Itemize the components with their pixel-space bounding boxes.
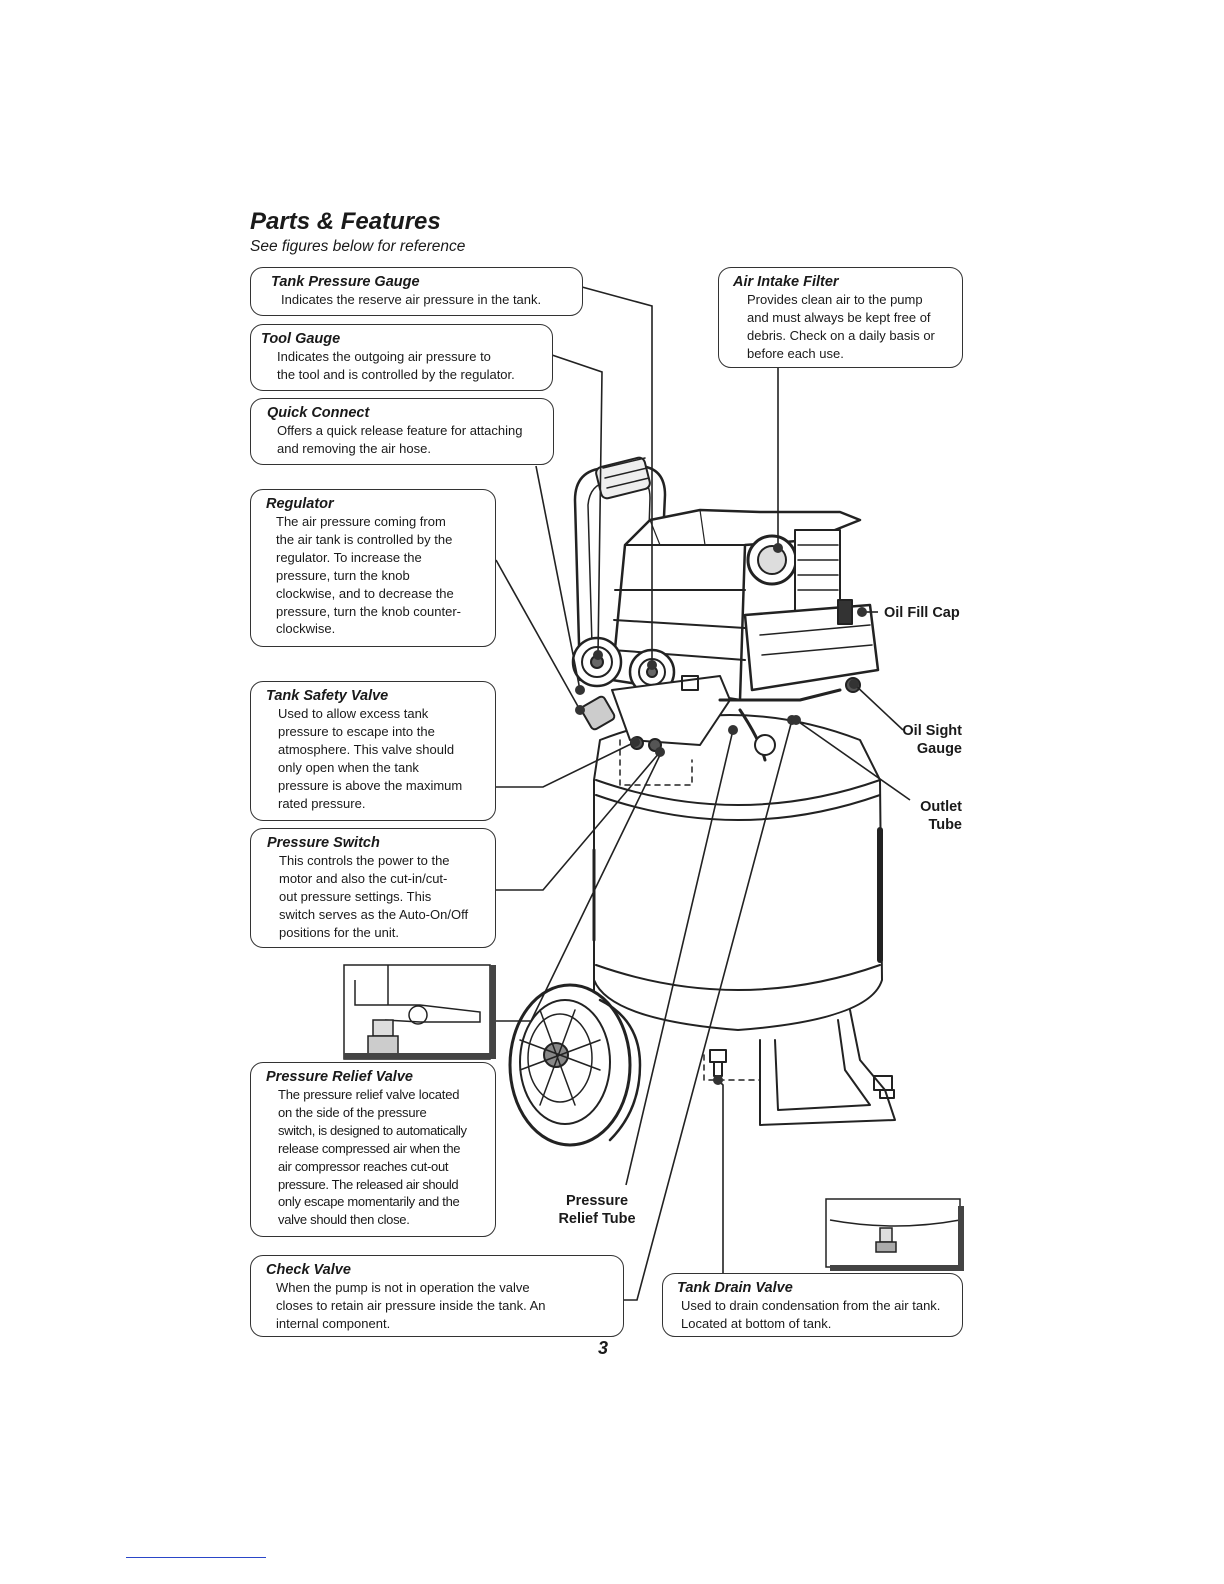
callout-title: Air Intake Filter	[733, 274, 839, 290]
callout-text: The air pressure coming from	[276, 514, 446, 529]
label-oil-fill-cap: Oil Fill Cap	[884, 605, 960, 621]
callout-text: atmosphere. This valve should	[278, 741, 455, 757]
pump-head	[743, 529, 880, 693]
callout-text: Provides clean air to the pump	[747, 292, 923, 307]
callout-text: pressure, turn the knob	[276, 567, 410, 583]
label-line: Oil Sight	[902, 723, 962, 739]
callout-text: rated pressure.	[278, 795, 366, 811]
callout-text: Indicates the reserve air pressure in th…	[281, 292, 542, 307]
callout-text: and must always be kept free of	[747, 309, 931, 325]
callout-text: debris. Check on a daily basis or	[747, 327, 935, 343]
callout-text: positions for the unit.	[279, 924, 399, 940]
callout-text: switch, is designed to automatically	[278, 1122, 467, 1138]
callout-text: regulator. To increase the	[276, 549, 422, 565]
callout-text: clockwise.	[276, 621, 336, 637]
callout-text: on the side of the pressure	[278, 1104, 427, 1120]
callout-tool-gauge: Tool Gauge Indicates the outgoing air pr…	[250, 324, 553, 391]
callout-text: pressure is above the maximum	[278, 777, 463, 793]
callout-text: only open when the tank	[278, 759, 419, 775]
callout-pressure-switch: Pressure Switch This controls the power …	[250, 828, 496, 948]
callout-text: release compressed air when the	[278, 1140, 461, 1156]
handle	[573, 456, 667, 682]
motor-shroud	[610, 508, 862, 702]
page-number: 3	[598, 1338, 609, 1358]
callout-text: Offers a quick release feature for attac…	[277, 423, 523, 438]
label-line: Tube	[928, 817, 962, 833]
callout-text: before each use.	[747, 345, 844, 361]
callout-text: pressure, turn the knob counter-	[276, 603, 461, 619]
callout-text: only escape momentarily and the	[278, 1194, 460, 1210]
insets	[343, 964, 964, 1271]
callout-text: Located at bottom of tank.	[681, 1315, 832, 1331]
callout-regulator: Regulator The air pressure coming from t…	[250, 489, 496, 647]
callout-pressure-relief-valve: Pressure Relief Valve The pressure relie…	[250, 1062, 496, 1237]
callout-text: motor and also the cut-in/cut-	[279, 870, 448, 886]
label-line: Gauge	[916, 741, 962, 757]
wheel	[508, 983, 642, 1147]
callout-text: air compressor reaches cut-out	[278, 1158, 449, 1174]
callout-title: Pressure Relief Valve	[266, 1069, 413, 1085]
callout-text: This controls the power to the	[279, 853, 450, 868]
callout-text: The pressure relief valve located	[278, 1087, 460, 1102]
callout-air-intake-filter: Air Intake Filter Provides clean air to …	[718, 267, 963, 368]
callout-title: Regulator	[266, 496, 334, 512]
drain-valve	[703, 1049, 761, 1081]
callout-text: Used to drain condensation from the air …	[681, 1298, 941, 1313]
label-line: Pressure	[565, 1193, 629, 1209]
callout-text: switch serves as the Auto-On/Off	[279, 906, 469, 922]
label-line: Outlet	[920, 799, 962, 815]
footer-rule	[126, 1557, 266, 1558]
callout-text: When the pump is not in operation the va…	[276, 1280, 530, 1295]
callout-text: the air tank is controlled by the	[276, 531, 453, 547]
callout-tank-safety-valve: Tank Safety Valve Used to allow excess t…	[250, 681, 496, 821]
manifold	[571, 636, 731, 786]
tank-body	[592, 714, 883, 1031]
page-title: Parts & Features	[250, 208, 441, 235]
tank-stand	[759, 1009, 896, 1126]
callout-title: Tank Pressure Gauge	[271, 274, 420, 290]
callout-title: Tank Safety Valve	[266, 688, 389, 704]
callout-title: Tool Gauge	[261, 331, 341, 347]
page-subtitle: See figures below for reference	[250, 238, 466, 255]
callout-text: pressure to escape into the	[278, 723, 435, 739]
callout-title: Tank Drain Valve	[677, 1280, 793, 1296]
callout-title: Quick Connect	[267, 405, 370, 421]
callout-text: Indicates the outgoing air pressure to	[277, 349, 491, 364]
callout-text: valve should then close.	[278, 1212, 410, 1228]
callout-text: clockwise, and to decrease the	[276, 585, 454, 601]
outlet-tube	[718, 688, 842, 762]
label-oil-sight-gauge: Oil Sight Gauge	[880, 722, 962, 758]
leader-dots	[575, 543, 867, 1085]
callout-tank-pressure-gauge: Tank Pressure Gauge Indicates the reserv…	[250, 267, 583, 316]
label-outlet-tube: Outlet Tube	[880, 798, 962, 834]
leader-lines	[495, 286, 911, 1301]
callout-tank-drain-valve: Tank Drain Valve Used to drain condensat…	[662, 1273, 963, 1337]
callout-quick-connect: Quick Connect Offers a quick release fea…	[250, 398, 554, 465]
callout-check-valve: Check Valve When the pump is not in oper…	[250, 1255, 624, 1337]
callout-title: Check Valve	[266, 1262, 351, 1278]
callout-text: pressure. The released air should	[278, 1176, 459, 1192]
callout-text: out pressure settings. This	[279, 888, 432, 904]
callout-text: Used to allow excess tank	[278, 706, 429, 721]
callout-text: closes to retain air pressure inside the…	[276, 1297, 546, 1313]
callout-text: internal component.	[276, 1315, 391, 1331]
callout-text: the tool and is controlled by the regula…	[277, 366, 515, 382]
label-line: Relief Tube	[558, 1211, 636, 1227]
callout-text: and removing the air hose.	[277, 440, 431, 456]
label-pressure-relief-tube: Pressure Relief Tube	[548, 1192, 646, 1228]
callout-title: Pressure Switch	[267, 835, 380, 851]
